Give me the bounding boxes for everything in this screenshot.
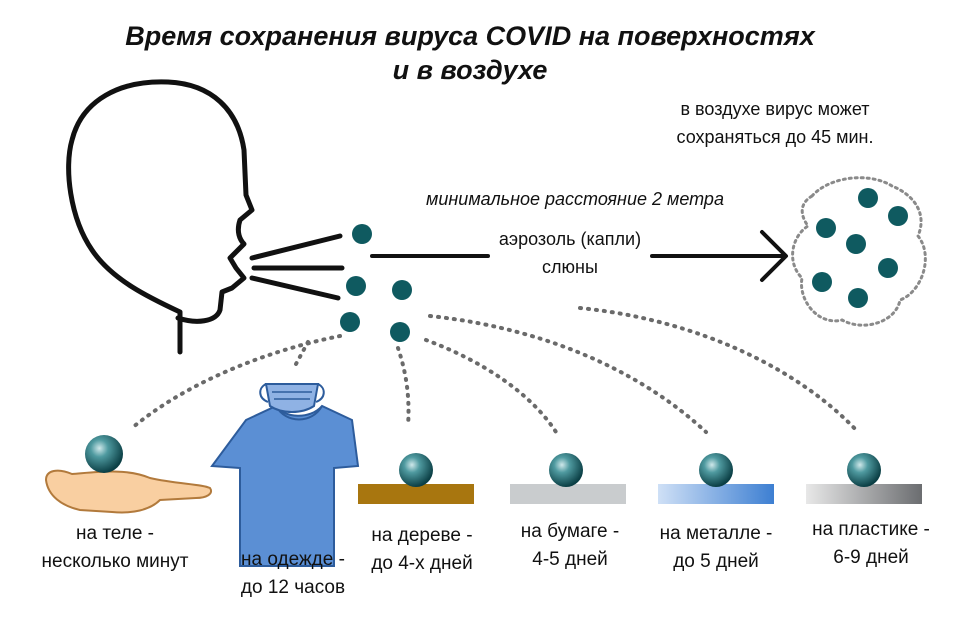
surface-clothes-line-1: на одежде - [241,549,345,570]
paper-surface [510,453,626,504]
title-line-1: Время сохранения вируса COVID на поверхн… [125,21,815,51]
air-note-line-2: сохраняться до 45 мин. [676,126,874,147]
distance-label: минимальное расстояние 2 метра [426,189,724,209]
surface-body-line-2: несколько минут [41,550,189,572]
air-cloud-icon [791,176,927,327]
aerosol-line-1: аэрозоль (капли) [498,229,642,249]
surface-metal-line-1: на металле - [659,523,773,544]
emitted-droplets [340,224,412,342]
title-line-2: и в воздухе [392,54,548,85]
surface-label-metal: на металле - до 5 дней [646,520,786,575]
surface-wood-line-1: на дереве - [371,525,473,546]
aerosol-label: аэрозоль (капли) слюны [470,226,670,282]
droplet-trajectories [130,306,860,434]
surface-wood-line-2: до 4-х дней [371,552,473,574]
body-droplet-sphere [85,435,123,473]
aerosol-line-2: слюны [542,256,598,277]
surface-metal-line-2: до 5 дней [673,550,759,572]
breath-lines [249,233,345,301]
surface-body-line-1: на теле - [75,523,155,544]
page-title: Время сохранения вируса COVID на поверхн… [60,20,880,88]
surface-clothes-line-2: до 12 часов [240,576,346,598]
face-mask-icon [259,383,325,413]
shirt-icon [210,404,360,567]
surface-plastic-line-2: 6-9 дней [833,546,909,568]
metal-surface [658,453,774,504]
surface-plastic-line-1: на пластике - [812,519,930,540]
hand-icon [44,469,212,514]
surface-label-plastic: на пластике - 6-9 дней [796,516,946,571]
surface-paper-line-2: 4-5 дней [532,548,608,570]
head-silhouette-icon [66,79,255,355]
plastic-surface [806,453,922,504]
air-note-line-1: в воздухе вирус может [680,99,870,119]
air-droplets [812,188,908,308]
distance-arrow-icon [370,230,788,282]
surface-label-paper: на бумаге - 4-5 дней [500,518,640,573]
air-note: в воздухе вирус может сохраняться до 45 … [630,96,920,152]
surface-paper-line-1: на бумаге - [520,521,620,542]
surface-label-wood: на дереве - до 4-х дней [352,522,492,577]
wood-surface [358,453,474,504]
surface-label-body: на теле - несколько минут [30,520,200,575]
surface-label-clothes: на одежде - до 12 часов [218,546,368,601]
